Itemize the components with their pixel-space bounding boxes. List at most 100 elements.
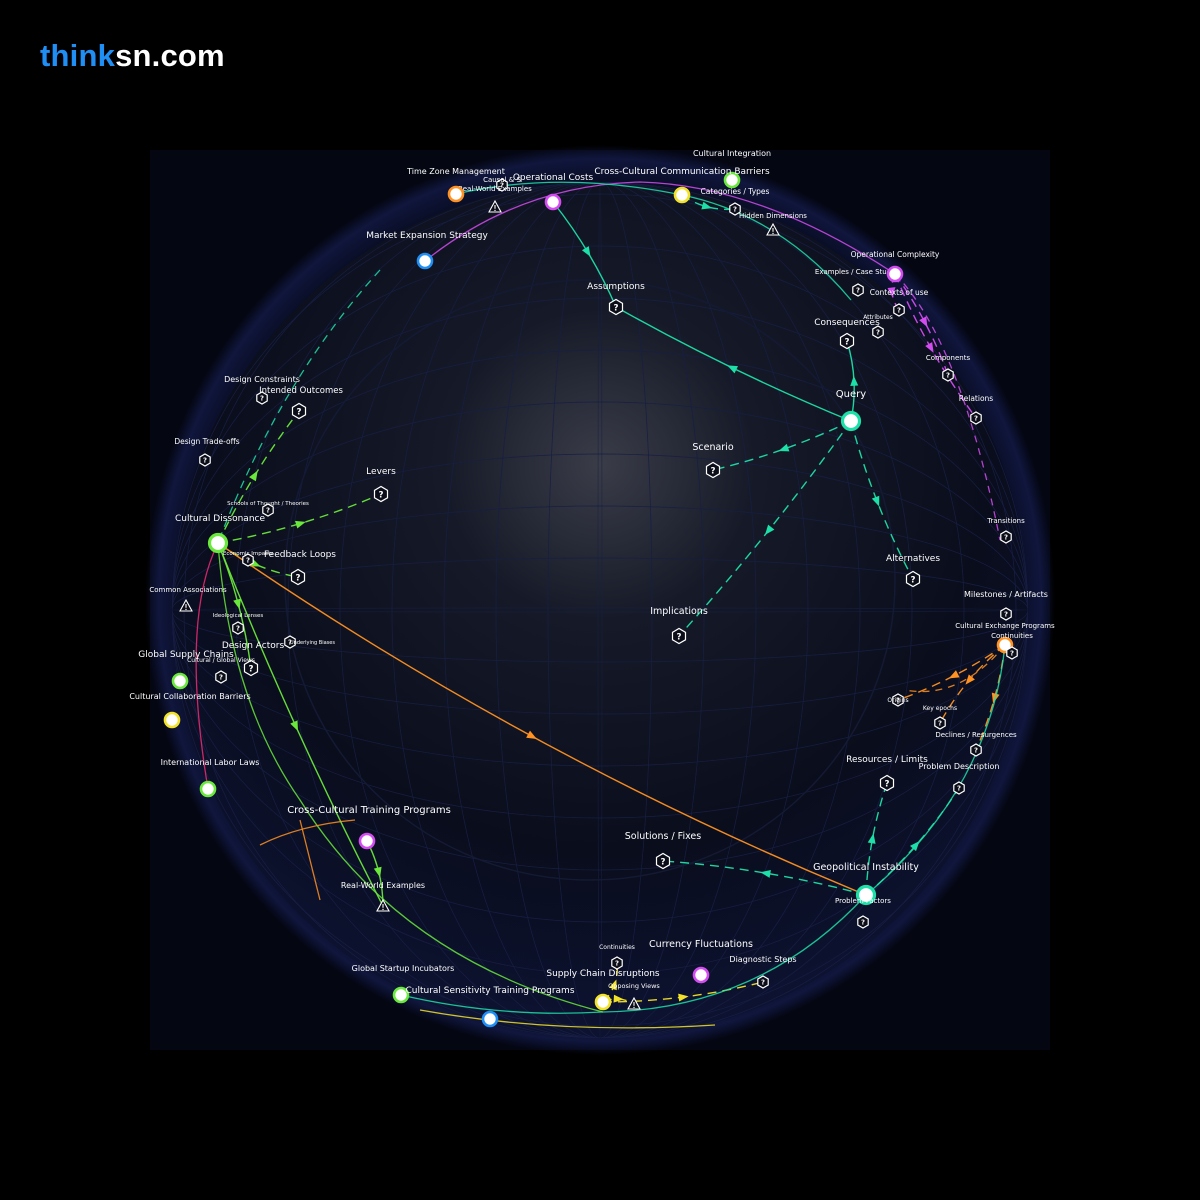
node-label: Common Associations: [149, 586, 227, 594]
node-market-expansion-strategy[interactable]: Market Expansion Strategy: [366, 231, 488, 270]
node-contexts-of-use[interactable]: ?Contexts of use: [870, 288, 929, 317]
question-mark-glyph: ?: [288, 639, 292, 647]
node-currency-fluctuations[interactable]: Currency Fluctuations: [649, 939, 753, 984]
node-economic-impacts[interactable]: ?Economic Impacts: [223, 551, 273, 567]
node-time-zone-management[interactable]: Time Zone Management: [406, 167, 505, 203]
node-underlying-biases[interactable]: ?Underlying Biases: [284, 635, 336, 649]
node-real-world-examples-bottom[interactable]: Real-World Examples: [341, 881, 425, 912]
orbit-path-11: [259, 819, 356, 846]
node-operational-costs[interactable]: Operational Costs: [513, 173, 594, 211]
node-design-actors[interactable]: ?Design Actors: [222, 641, 285, 677]
node-international-labor-laws[interactable]: International Labor Laws: [161, 758, 260, 798]
node-opposing-views[interactable]: Opposing Views: [608, 982, 660, 1010]
node-label: Design Constraints: [224, 375, 300, 384]
node-origins[interactable]: ?Origins: [887, 693, 909, 707]
node-geopolitical-instability[interactable]: Geopolitical Instability: [813, 862, 919, 906]
node-levers[interactable]: ?Levers: [366, 467, 396, 503]
node-global-startup-incubators[interactable]: Global Startup Incubators: [352, 964, 455, 1004]
node-resources-limits[interactable]: ?Resources / Limits: [846, 755, 928, 792]
node-solutions-fixes[interactable]: ?Solutions / Fixes: [625, 831, 701, 870]
node-cultural-sensitivity-training[interactable]: Cultural Sensitivity Training Programs: [405, 986, 575, 1028]
node-ideological-lenses[interactable]: ?Ideological Lenses: [213, 613, 264, 635]
question-mark-glyph: ?: [249, 664, 254, 674]
node-label: Relations: [959, 394, 994, 403]
node-components[interactable]: ?Components: [926, 354, 971, 382]
node-global-supply-chains[interactable]: Global Supply Chains: [138, 650, 234, 690]
node-label: Attributes: [863, 314, 893, 321]
node-label: Global Supply Chains: [138, 650, 234, 660]
node-milestones-artifacts[interactable]: ?Milestones / Artifacts: [964, 590, 1048, 621]
node-label: Key epochs: [923, 705, 957, 712]
node-operational-complexity[interactable]: Operational Complexity: [851, 250, 940, 283]
node-supply-chain-disruptions[interactable]: Supply Chain Disruptions: [546, 969, 660, 1011]
node-consequences[interactable]: ?Consequences: [814, 318, 880, 350]
node-problem-factors[interactable]: ?Problem Factors: [835, 897, 891, 929]
hub-node-icon: [207, 532, 229, 554]
node-continuities-bottom[interactable]: ?Continuities: [599, 944, 635, 970]
node-query[interactable]: Query: [836, 389, 866, 432]
node-feedback-loops[interactable]: ?Feedback Loops: [264, 550, 336, 586]
node-design-tradeoffs[interactable]: ?Design Trade-offs: [174, 437, 240, 467]
node-label: Cross-Cultural Communication Barriers: [594, 167, 770, 177]
node-alternatives[interactable]: ?Alternatives: [886, 554, 940, 588]
node-label: Solutions / Fixes: [625, 831, 701, 842]
node-cultural-integration[interactable]: Cultural Integration: [693, 149, 771, 189]
node-categories-types[interactable]: ?Categories / Types: [701, 187, 770, 216]
orbit-path-5: [195, 542, 219, 790]
question-hex-icon: [757, 975, 769, 989]
edge-operational-costs-assumptions: [552, 201, 617, 308]
edge-cultural-dissonance-geopolitical-instability: [217, 542, 867, 896]
node-real-world-examples-top[interactable]: Real-World Examples: [458, 185, 532, 213]
edge-query-scenario: [712, 420, 852, 471]
edge-cultural-dissonance-levers: [217, 493, 382, 544]
node-problem-description[interactable]: ?Problem Description: [919, 762, 1000, 795]
node-label: Origins: [887, 697, 908, 704]
node-cross-cultural-communication-barriers[interactable]: Cross-Cultural Communication Barriers: [594, 167, 770, 204]
node-label: Underlying Biases: [290, 640, 335, 646]
question-hex-icon: [872, 325, 884, 339]
question-mark-glyph: ?: [861, 919, 865, 927]
hub-node-icon: [416, 252, 434, 270]
node-label: Transitions: [986, 517, 1025, 525]
node-cultural-views[interactable]: ?Cultural / Global Views: [187, 657, 255, 684]
node-attributes[interactable]: ?Attributes: [863, 314, 893, 339]
node-schools-of-thought[interactable]: ?Schools of Thought / Theories: [227, 501, 309, 517]
question-hex-icon: [199, 453, 211, 467]
node-intended-outcomes[interactable]: ?Intended Outcomes: [259, 386, 343, 420]
node-scenario[interactable]: ?Scenario: [692, 442, 734, 479]
node-cultural-dissonance[interactable]: Cultural Dissonance: [175, 514, 265, 554]
node-key-epochs[interactable]: ?Key epochs: [923, 705, 957, 730]
node-cross-cultural-training[interactable]: Cross-Cultural Training Programs: [287, 805, 451, 850]
question-mark-glyph: ?: [974, 747, 978, 755]
hub-node-icon: [481, 1010, 499, 1028]
node-implications[interactable]: ?Implications: [650, 606, 708, 645]
node-examples-case-studies[interactable]: ?Examples / Case Studies: [815, 268, 901, 297]
question-hex-icon: [857, 915, 869, 929]
node-declines-resurgences[interactable]: ? Declines / Resurgences: [935, 731, 1017, 757]
sphere-body: [172, 182, 1028, 1038]
node-assumptions[interactable]: ?Assumptions: [587, 282, 645, 316]
orbit-path-4: [400, 894, 867, 1014]
node-relations[interactable]: ?Relations: [959, 394, 994, 425]
node-label: Currency Fluctuations: [649, 939, 753, 950]
node-causal-s[interactable]: ?Causal & S: [483, 176, 521, 192]
node-hidden-dimensions[interactable]: Hidden Dimensions: [739, 212, 807, 236]
orbit-path-8: [904, 644, 1006, 693]
hub-node-icon: [855, 884, 877, 906]
node-transitions[interactable]: ?Transitions: [986, 517, 1025, 544]
node-continuities-right[interactable]: ?Continuities: [991, 632, 1033, 660]
node-common-associations[interactable]: Common Associations: [149, 586, 227, 612]
question-hex-icon: [290, 568, 306, 586]
node-label: Schools of Thought / Theories: [227, 501, 309, 507]
node-label: Milestones / Artifacts: [964, 590, 1048, 599]
node-label: Real-World Examples: [341, 881, 425, 890]
question-hex-icon: [655, 852, 671, 870]
question-mark-glyph: ?: [733, 206, 737, 214]
node-diagnostic-steps[interactable]: ?Diagnostic Steps: [729, 955, 797, 989]
node-design-constraints[interactable]: ?Design Constraints: [224, 375, 300, 405]
node-cultural-collaboration-barriers[interactable]: Cultural Collaboration Barriers: [129, 692, 251, 729]
node-label: Declines / Resurgences: [935, 731, 1017, 739]
hub-node-icon: [692, 966, 710, 984]
node-label: Design Trade-offs: [174, 437, 239, 446]
